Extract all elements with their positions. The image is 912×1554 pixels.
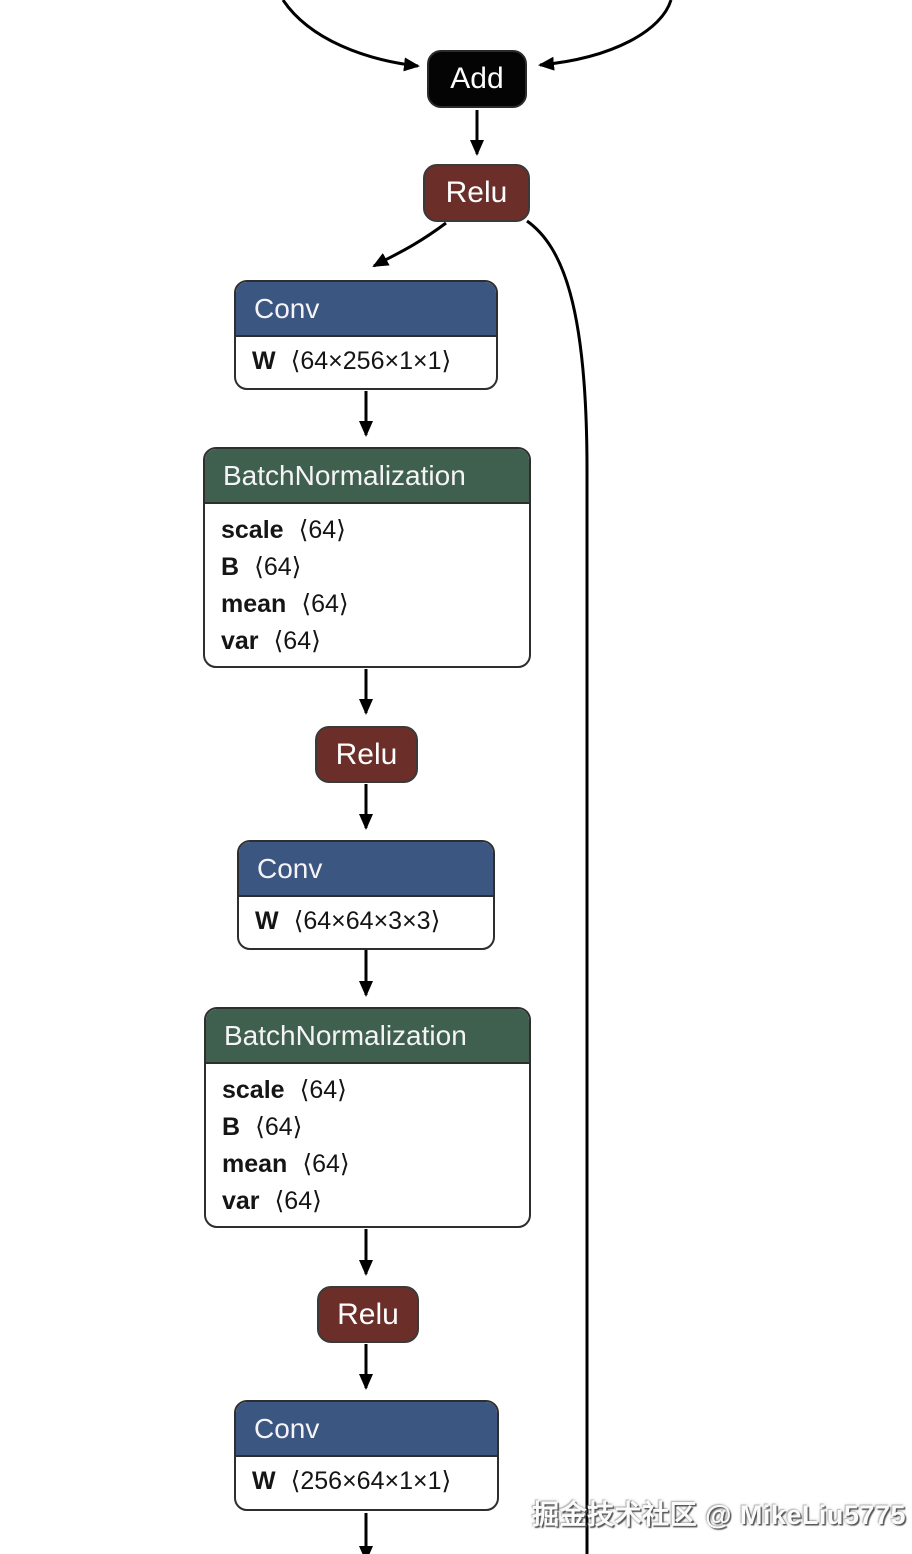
param-row: scale ⟨64⟩ bbox=[221, 512, 513, 549]
node-batchnorm-1-header: BatchNormalization bbox=[205, 449, 529, 504]
node-batchnorm-2-header: BatchNormalization bbox=[206, 1009, 529, 1064]
edge-topright-to-add bbox=[538, 0, 673, 71]
param-value: ⟨64⟩ bbox=[299, 1076, 347, 1104]
param-value: ⟨64⟩ bbox=[255, 1113, 303, 1141]
param-row: B ⟨64⟩ bbox=[221, 549, 513, 586]
param-name: W bbox=[252, 347, 276, 375]
param-row: W ⟨256×64×1×1⟩ bbox=[252, 1463, 451, 1500]
node-conv-3-title: Conv bbox=[254, 1412, 320, 1444]
param-value: ⟨64×64×3×3⟩ bbox=[293, 907, 441, 935]
node-relu-2[interactable]: Relu bbox=[315, 726, 418, 783]
param-row: W ⟨64×64×3×3⟩ bbox=[255, 903, 440, 940]
param-name: var bbox=[222, 1187, 260, 1215]
param-row: mean ⟨64⟩ bbox=[221, 586, 513, 623]
node-add-label: Add bbox=[450, 62, 504, 95]
node-batchnorm-1-title: BatchNormalization bbox=[223, 459, 466, 491]
node-conv-1-params: W ⟨64×256×1×1⟩ bbox=[236, 337, 496, 386]
node-batchnorm-2-title: BatchNormalization bbox=[224, 1019, 467, 1051]
node-conv-1[interactable]: Conv W ⟨64×256×1×1⟩ bbox=[234, 280, 498, 390]
param-value: ⟨256×64×1×1⟩ bbox=[290, 1467, 452, 1495]
node-relu-3-label: Relu bbox=[337, 1297, 399, 1331]
param-name: scale bbox=[221, 516, 284, 544]
param-value: ⟨64×256×1×1⟩ bbox=[290, 347, 452, 375]
param-name: B bbox=[222, 1113, 241, 1141]
param-name: W bbox=[252, 1467, 276, 1495]
node-relu-2-label: Relu bbox=[335, 737, 398, 771]
param-row: var ⟨64⟩ bbox=[221, 623, 513, 660]
param-value: ⟨64⟩ bbox=[254, 553, 302, 581]
param-value: ⟨64⟩ bbox=[298, 516, 346, 544]
param-name: scale bbox=[222, 1076, 285, 1104]
node-conv-3-header: Conv bbox=[236, 1402, 497, 1457]
node-conv-2-header: Conv bbox=[239, 842, 493, 897]
param-row: B ⟨64⟩ bbox=[222, 1109, 513, 1146]
watermark: 掘金技术社区 @ MikeLiu5775 bbox=[532, 1500, 906, 1530]
node-conv-2-params: W ⟨64×64×3×3⟩ bbox=[239, 897, 493, 946]
node-relu-1-label: Relu bbox=[445, 176, 508, 209]
node-batchnorm-2[interactable]: BatchNormalization scale ⟨64⟩ B ⟨64⟩ mean ⟨… bbox=[204, 1007, 531, 1228]
node-relu-1[interactable]: Relu bbox=[423, 164, 530, 222]
param-value: ⟨64⟩ bbox=[274, 1187, 322, 1215]
edge-topleft-to-add bbox=[281, 0, 420, 72]
param-value: ⟨64⟩ bbox=[302, 1150, 350, 1178]
node-conv-1-title: Conv bbox=[254, 292, 320, 324]
edge-skip-connection bbox=[526, 219, 589, 1554]
node-conv-2-title: Conv bbox=[257, 852, 323, 884]
param-value: ⟨64⟩ bbox=[301, 590, 349, 618]
node-conv-2[interactable]: Conv W ⟨64×64×3×3⟩ bbox=[237, 840, 495, 950]
param-row: W ⟨64×256×1×1⟩ bbox=[252, 343, 451, 380]
param-row: mean ⟨64⟩ bbox=[222, 1146, 513, 1183]
node-relu-3[interactable]: Relu bbox=[317, 1286, 419, 1343]
node-conv-3-params: W ⟨256×64×1×1⟩ bbox=[236, 1457, 497, 1506]
node-add[interactable]: Add bbox=[427, 50, 527, 108]
node-batchnorm-1-params: scale ⟨64⟩ B ⟨64⟩ mean ⟨64⟩ var ⟨64⟩ bbox=[205, 504, 529, 664]
edge-relu1-to-conv1 bbox=[372, 221, 447, 268]
param-row: var ⟨64⟩ bbox=[222, 1183, 513, 1220]
param-name: mean bbox=[222, 1150, 288, 1178]
param-row: scale ⟨64⟩ bbox=[222, 1072, 513, 1109]
node-batchnorm-1[interactable]: BatchNormalization scale ⟨64⟩ B ⟨64⟩ mean ⟨… bbox=[203, 447, 531, 668]
param-name: W bbox=[255, 907, 279, 935]
node-batchnorm-2-params: scale ⟨64⟩ B ⟨64⟩ mean ⟨64⟩ var ⟨64⟩ bbox=[206, 1064, 529, 1224]
param-name: var bbox=[221, 627, 259, 655]
param-value: ⟨64⟩ bbox=[273, 627, 321, 655]
node-conv-3[interactable]: Conv W ⟨256×64×1×1⟩ bbox=[234, 1400, 499, 1511]
node-conv-1-header: Conv bbox=[236, 282, 496, 337]
param-name: mean bbox=[221, 590, 287, 618]
param-name: B bbox=[221, 553, 240, 581]
